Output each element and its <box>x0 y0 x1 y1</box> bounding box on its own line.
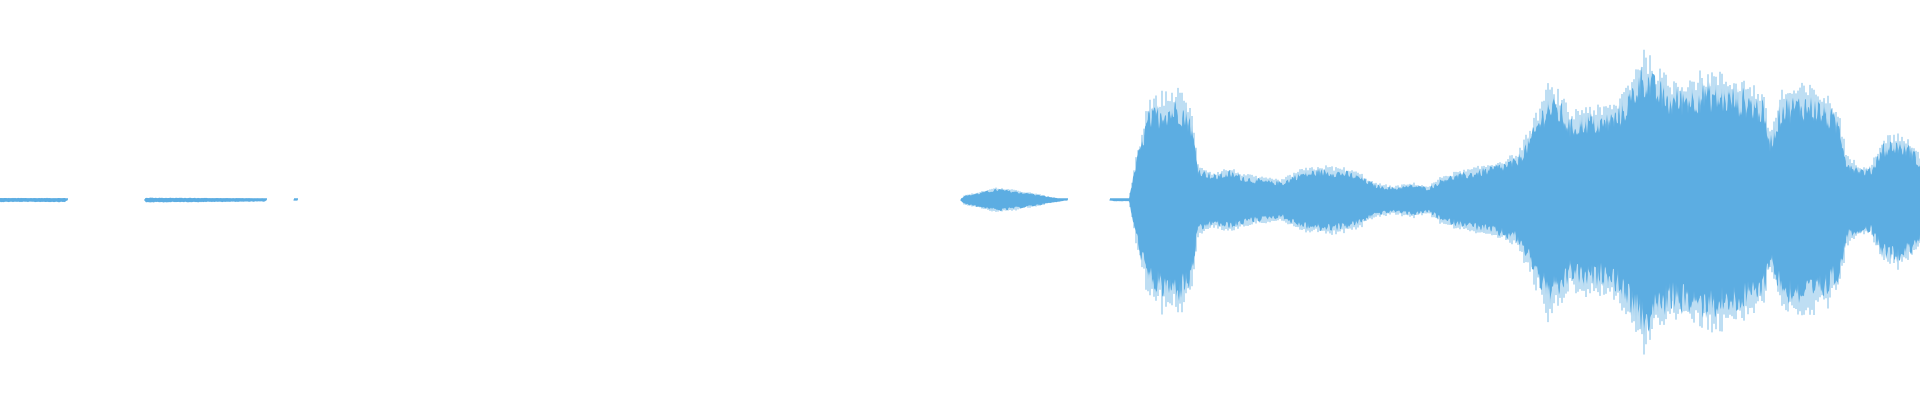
waveform-bars <box>0 49 1920 355</box>
waveform-peaks <box>963 49 1920 355</box>
